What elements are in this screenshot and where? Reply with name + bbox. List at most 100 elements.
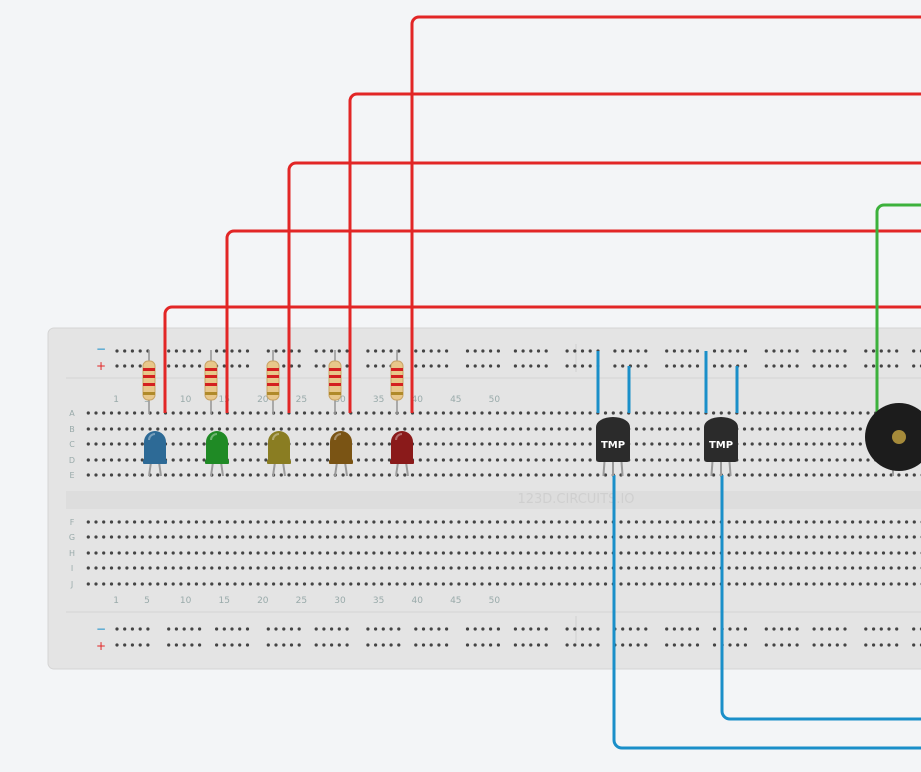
hole [172, 535, 175, 538]
rail-hole [713, 643, 716, 646]
hole [411, 582, 414, 585]
hole [249, 566, 252, 569]
hole [496, 520, 499, 523]
hole [118, 582, 121, 585]
hole [774, 535, 777, 538]
column-number: 20 [257, 596, 269, 606]
hole [581, 520, 584, 523]
hole [812, 566, 815, 569]
hole [519, 566, 522, 569]
rail-hole [887, 349, 890, 352]
resistor-band [205, 383, 217, 386]
hole [110, 458, 113, 461]
hole [411, 427, 414, 430]
hole [619, 535, 622, 538]
rail-hole [820, 349, 823, 352]
hole [728, 535, 731, 538]
hole [743, 427, 746, 430]
hole [195, 551, 198, 554]
hole [635, 458, 638, 461]
hole [890, 551, 893, 554]
hole [789, 473, 792, 476]
rail-hole [382, 349, 385, 352]
hole [635, 427, 638, 430]
hole [496, 566, 499, 569]
hole [156, 582, 159, 585]
rail-hole [198, 627, 201, 630]
resistor-band [205, 368, 217, 371]
hole [303, 535, 306, 538]
hole [666, 411, 669, 414]
hole [434, 473, 437, 476]
hole [650, 520, 653, 523]
hole [426, 551, 429, 554]
rail-hole [514, 364, 517, 367]
rail-hole [573, 349, 576, 352]
hole [249, 551, 252, 554]
rail-hole [223, 643, 226, 646]
hole [203, 411, 206, 414]
hole [836, 520, 839, 523]
hole [365, 458, 368, 461]
rail-hole [223, 364, 226, 367]
hole [465, 427, 468, 430]
hole [326, 458, 329, 461]
hole [666, 520, 669, 523]
rail-hole [895, 349, 898, 352]
hole [311, 442, 314, 445]
hole [195, 473, 198, 476]
hole [843, 458, 846, 461]
column-number: 35 [373, 596, 384, 606]
hole [874, 473, 877, 476]
hole [450, 535, 453, 538]
rail-hole [382, 627, 385, 630]
hole [859, 535, 862, 538]
hole [118, 520, 121, 523]
hole [558, 535, 561, 538]
rail-hole [175, 643, 178, 646]
rail-hole [665, 627, 668, 630]
rail-hole [190, 643, 193, 646]
hole [172, 520, 175, 523]
rail-hole [813, 364, 816, 367]
rail-sign-plus: + [96, 639, 106, 653]
hole [758, 458, 761, 461]
rail-hole [696, 349, 699, 352]
hole [264, 582, 267, 585]
rail-hole [274, 627, 277, 630]
hole [419, 411, 422, 414]
hole [226, 566, 229, 569]
hole [843, 535, 846, 538]
hole [179, 473, 182, 476]
rail-hole [581, 627, 584, 630]
rail-hole [322, 364, 325, 367]
hole [156, 427, 159, 430]
breadboard[interactable]: ABCDEFGHIJ115510101515202025253030353540… [48, 328, 921, 669]
hole [712, 520, 715, 523]
hole [372, 458, 375, 461]
column-number: 5 [144, 596, 150, 606]
rail-hole [529, 364, 532, 367]
hole [102, 411, 105, 414]
hole [295, 473, 298, 476]
hole [110, 520, 113, 523]
hole [218, 520, 221, 523]
rail-hole [522, 364, 525, 367]
center-channel [66, 491, 921, 509]
hole [589, 566, 592, 569]
hole [527, 458, 530, 461]
hole [897, 473, 900, 476]
resistor-band [143, 368, 155, 371]
hole [589, 411, 592, 414]
hole [542, 535, 545, 538]
hole [118, 411, 121, 414]
hole [110, 535, 113, 538]
hole [496, 551, 499, 554]
rail-hole [183, 364, 186, 367]
hole [820, 458, 823, 461]
hole [264, 427, 267, 430]
hole [882, 473, 885, 476]
hole [589, 442, 592, 445]
hole [164, 520, 167, 523]
